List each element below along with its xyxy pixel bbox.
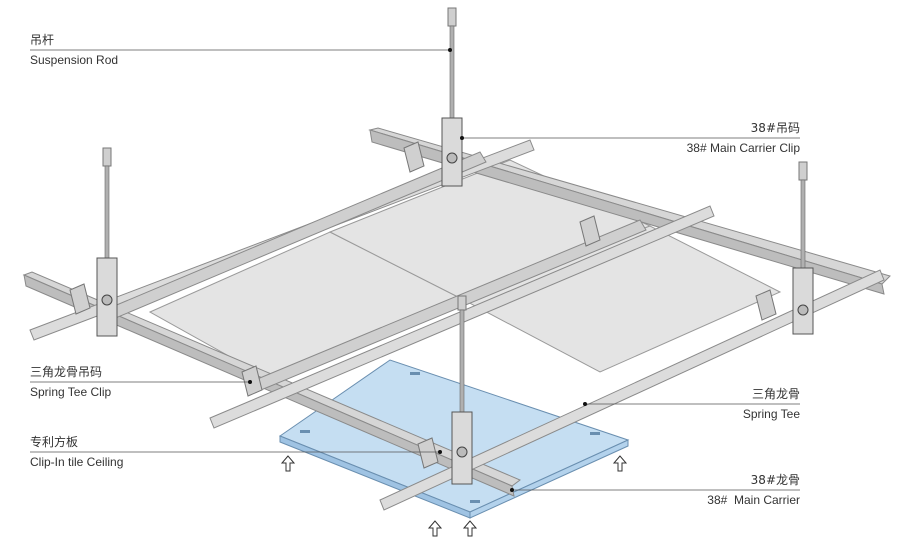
suspension-rod [457, 295, 467, 311]
spring-tee-clip [417, 437, 439, 469]
spring-tee-clip [579, 215, 601, 247]
tile-slot [410, 372, 420, 375]
label-spring-tee-clip-cn: 三角龙骨吊码 [30, 365, 102, 379]
label-spring-tee-en: Spring Tee [743, 407, 800, 421]
leader-dot [248, 380, 252, 384]
leader-dot [583, 402, 587, 406]
tile-edge [469, 439, 629, 519]
clip-bolt [101, 294, 113, 306]
main-carrier-clip [792, 267, 814, 335]
label-clip-in-tile-cn: 专利方板 [30, 434, 78, 449]
main-carrier-clip [441, 117, 463, 187]
suspension-rod [447, 7, 457, 27]
label-suspension-rod-cn: 吊杆 [30, 33, 54, 47]
label-main-carrier-clip-en: 38# Main Carrier Clip [687, 141, 801, 155]
label-spring-tee-cn: 三角龙骨 [752, 387, 800, 401]
spring-tee-clip [755, 289, 777, 321]
label-main-carrier-cn: 38#龙骨 [751, 473, 800, 487]
ceiling-panels [148, 159, 782, 379]
suspension-rods [96, 7, 814, 485]
clip-bolt [446, 152, 458, 164]
spring-tee-clip [241, 365, 263, 397]
main-carrier [369, 129, 885, 295]
leader-dots [248, 48, 587, 492]
callout-labels: 吊杆 Suspension Rod 38#吊码 38# Main Carrier… [30, 33, 800, 507]
spring-tee-clip [403, 141, 425, 173]
label-clip-in-tile-en: Clip-In tile Ceiling [30, 455, 123, 469]
leader-dot [460, 136, 464, 140]
tile-slot [470, 500, 480, 503]
arrow-up-icon [612, 455, 628, 472]
suspension-rod [449, 25, 455, 127]
suspension-rod [104, 165, 110, 263]
suspension-rod [798, 161, 808, 181]
clip-bolt [456, 446, 468, 458]
arrow-up-icon [427, 520, 443, 537]
leader-lines [30, 49, 800, 491]
tile-slot [590, 432, 600, 435]
suspension-rod [459, 309, 465, 421]
arrow-up-icon [280, 455, 296, 472]
suspension-rod [800, 179, 806, 273]
tile-slot [300, 430, 310, 433]
label-suspension-rod-en: Suspension Rod [30, 53, 118, 67]
arrow-up-icon [462, 520, 478, 537]
leader-dot [510, 488, 514, 492]
leader-dot [448, 48, 452, 52]
spring-tee-clip [69, 283, 91, 315]
label-spring-tee-clip-en: Spring Tee Clip [30, 385, 111, 399]
suspension-rod [102, 147, 112, 167]
install-arrows [280, 455, 628, 537]
label-main-carrier-clip-cn: 38#吊码 [751, 121, 800, 135]
leader-dot [438, 450, 442, 454]
spring-tee-clips [69, 141, 777, 469]
clip-bolt [797, 304, 809, 316]
spring-tee [379, 269, 885, 511]
label-main-carrier-en: 38# Main Carrier [707, 493, 800, 507]
